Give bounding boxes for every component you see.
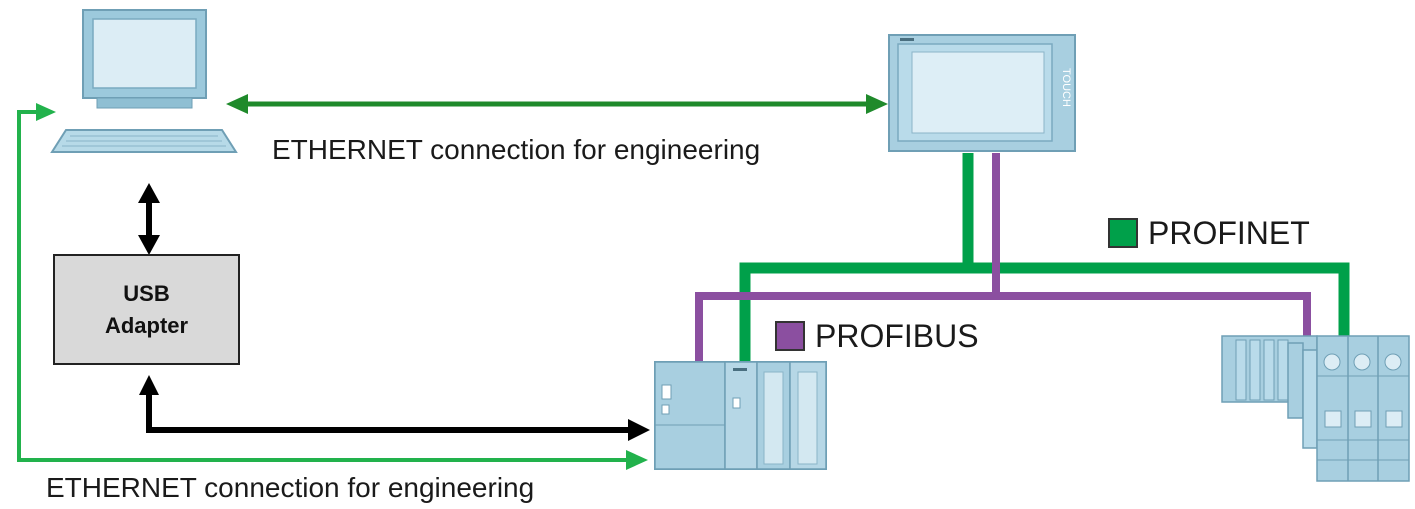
ethernet-engineering-link-top (226, 94, 888, 114)
pc-usb-link (138, 183, 160, 255)
usb-adapter-label-line2: Adapter (104, 312, 189, 338)
distributed-io-icon (1221, 335, 1410, 482)
usb-adapter-box: USB Adapter (53, 254, 240, 365)
profinet-swatch (1108, 218, 1138, 248)
legend-profibus-label: PROFIBUS (815, 317, 979, 354)
legend-profibus: PROFIBUS (775, 318, 979, 354)
plc-icon (654, 361, 827, 470)
ethernet-engineering-link-bottom (17, 103, 648, 470)
usb-plc-link (139, 375, 650, 441)
touch-brand-text: TOUCH (1060, 68, 1072, 107)
pc-icon (50, 9, 238, 153)
touch-panel-icon: TOUCH (888, 34, 1076, 152)
ethernet-label-top: ETHERNET connection for engineering (272, 134, 761, 165)
legend-profinet-label: PROFINET (1148, 214, 1310, 251)
profibus-swatch (775, 321, 805, 351)
profibus-bus (695, 153, 1311, 362)
legend-profinet: PROFINET (1108, 215, 1310, 251)
usb-adapter-label-line1: USB (123, 280, 170, 306)
ethernet-label-bottom: ETHERNET connection for engineering (46, 472, 535, 503)
profinet-bus (739, 153, 1350, 366)
